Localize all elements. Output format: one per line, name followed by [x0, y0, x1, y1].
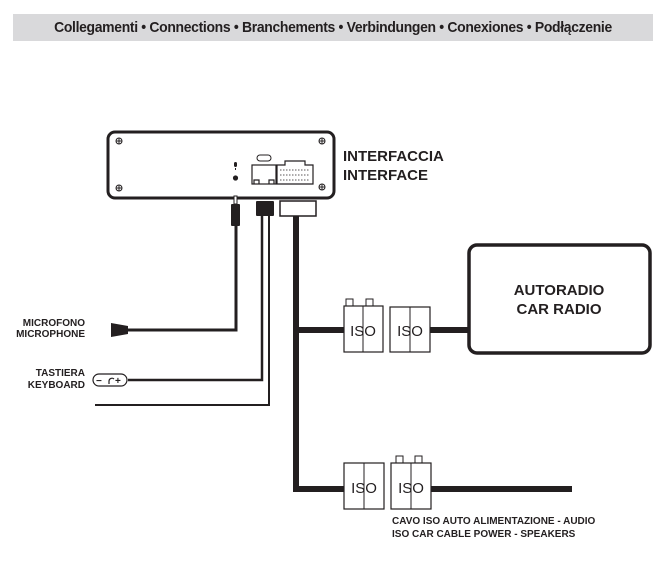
keyboard-cable [95, 201, 274, 406]
car-radio: AUTORADIO CAR RADIO [467, 243, 652, 355]
microphone-label-en: MICROPHONE [16, 329, 85, 340]
iso-cable-label-it: CAVO ISO AUTO ALIMENTAZIONE - AUDIO [392, 516, 596, 527]
car-radio-label-en: CAR RADIO [517, 301, 602, 318]
iso-label: ISO [351, 480, 377, 497]
microphone-label-it: MICROFONO [23, 318, 85, 329]
rj-port [251, 164, 277, 185]
mic-port-icon [232, 162, 239, 181]
svg-text:+: + [115, 376, 121, 387]
page-title: Collegamenti • Connections • Branchement… [54, 19, 612, 36]
microphone-cable [111, 195, 240, 337]
multipin-port [276, 160, 314, 185]
keyboard-label-it: TASTIERA [36, 368, 85, 379]
iso-label: ISO [398, 480, 424, 497]
interface-label-it: INTERFACCIA [343, 148, 444, 165]
iso-label: ISO [397, 323, 423, 340]
harness-cable [279, 200, 572, 492]
iso-label: ISO [350, 323, 376, 340]
iso-connector-bottom-right: ISO [390, 455, 432, 510]
iso-connector-top-left: ISO [343, 298, 384, 353]
header-bar: Collegamenti • Connections • Branchement… [13, 14, 653, 41]
iso-connector-bottom-left: ISO [343, 462, 385, 510]
interface-label-en: INTERFACE [343, 167, 428, 184]
iso-cable-label-en: ISO CAR CABLE POWER - SPEAKERS [392, 529, 576, 540]
keyboard-label-en: KEYBOARD [28, 380, 85, 391]
screw-icon [115, 137, 326, 192]
interface-module [106, 130, 336, 200]
keyboard-icon: − + [92, 373, 128, 387]
iso-connector-top-right: ISO [389, 306, 431, 353]
keyboard-port-icon [256, 154, 272, 162]
svg-text:−: − [96, 376, 102, 387]
car-radio-label-it: AUTORADIO [514, 282, 605, 299]
microphone-icon [111, 323, 128, 337]
